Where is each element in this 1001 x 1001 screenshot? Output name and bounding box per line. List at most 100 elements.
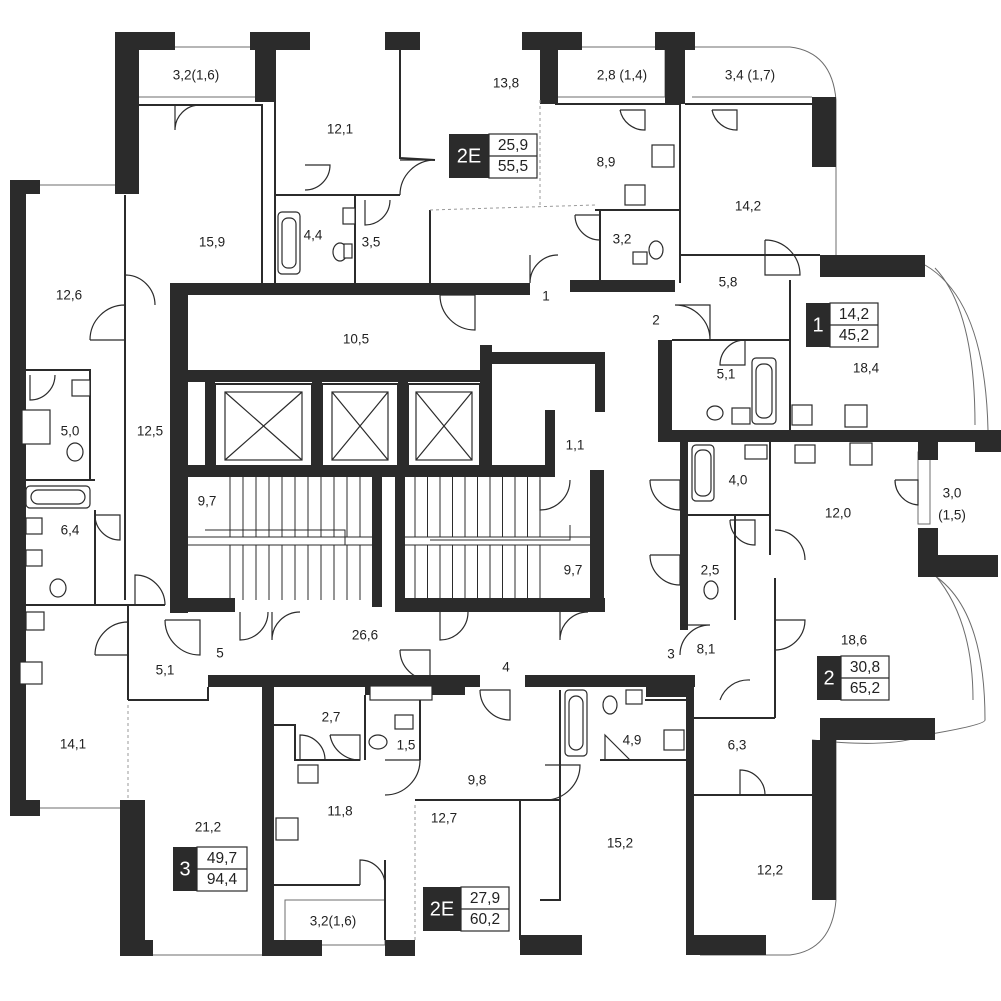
lift-shaft-1 xyxy=(214,383,313,469)
room-area: 1,5 xyxy=(397,738,416,753)
apartment-code: 2E xyxy=(430,898,454,920)
room-area: 8,1 xyxy=(697,642,716,657)
room-area: 10,5 xyxy=(343,332,369,347)
room-area: 5 xyxy=(216,646,224,661)
sink-icon xyxy=(394,714,414,730)
room-area: 9,8 xyxy=(468,773,487,788)
room-area: 12,6 xyxy=(56,288,82,303)
room-area: 12,0 xyxy=(825,506,851,521)
sink-icon xyxy=(25,611,45,631)
toilet-icon xyxy=(368,734,388,750)
room-area: 3,2(1,6) xyxy=(173,68,220,83)
room-area: 12,2 xyxy=(757,863,783,878)
room-area: 2,5 xyxy=(701,563,720,578)
total-area: 55,5 xyxy=(498,158,528,175)
lift-shaft-3 xyxy=(407,383,481,469)
stove-icon xyxy=(844,404,868,428)
sink-icon xyxy=(731,407,751,425)
room-area: 9,7 xyxy=(198,494,217,509)
room-area: 21,2 xyxy=(195,820,221,835)
room-area: 13,8 xyxy=(493,76,519,91)
room-area: 26,6 xyxy=(352,628,378,643)
apartment-badge: 2E 25,9 55,5 xyxy=(449,133,538,179)
room-area: 2 xyxy=(652,313,660,328)
room-area: 2,7 xyxy=(322,710,341,725)
sink-icon xyxy=(625,689,643,705)
sink-icon xyxy=(342,207,356,225)
balcony-right-small xyxy=(917,451,931,525)
lift-shaft-2 xyxy=(321,383,399,469)
toilet-icon xyxy=(49,578,67,598)
room-labels: 3,2(1,6) 13,8 2,8 (1,4) 3,4 (1,7) 12,1 8… xyxy=(56,68,966,929)
bay-window-right-upper xyxy=(924,264,989,431)
sink-icon xyxy=(71,379,91,397)
sink-icon xyxy=(297,764,319,784)
toilet-icon xyxy=(648,240,664,260)
room-area: 11,8 xyxy=(327,804,352,819)
room-area: 12,7 xyxy=(431,811,457,826)
room-area: 12,1 xyxy=(327,122,353,137)
room-area: 12,5 xyxy=(137,424,163,439)
apartment-code: 2E xyxy=(457,145,481,167)
shower-icon xyxy=(21,409,51,445)
zone-lines xyxy=(127,100,596,940)
lift-shafts xyxy=(214,383,481,469)
balcony-top-right xyxy=(688,46,837,255)
toilet-icon xyxy=(706,405,724,421)
stairs xyxy=(188,477,590,600)
walls xyxy=(10,32,1001,956)
room-area: 3,4 (1,7) xyxy=(725,68,775,83)
room-area: 5,8 xyxy=(719,275,738,290)
room-area: 3,0 xyxy=(943,486,962,501)
room-area: 4 xyxy=(502,660,510,675)
living-area: 30,8 xyxy=(850,659,880,676)
apartment-code: 1 xyxy=(812,314,823,336)
room-area: 1 xyxy=(542,289,550,304)
toilet-icon xyxy=(66,442,84,462)
stair-rail xyxy=(205,529,346,545)
room-area: 14,2 xyxy=(735,199,761,214)
room-area: 1,1 xyxy=(566,438,585,453)
apartment-code: 3 xyxy=(179,858,190,880)
stair-rail xyxy=(430,525,571,541)
room-area: 5,0 xyxy=(61,424,80,439)
toilet-icon xyxy=(602,695,618,715)
stove-icon xyxy=(275,817,299,841)
core xyxy=(170,280,983,940)
room-area: 9,7 xyxy=(564,563,583,578)
total-area: 45,2 xyxy=(839,327,869,344)
room-area: 4,0 xyxy=(729,473,748,488)
fixtures xyxy=(19,144,873,841)
stove-icon xyxy=(849,442,873,466)
doors xyxy=(29,104,919,886)
living-area: 27,9 xyxy=(470,890,500,907)
room-area: 5,1 xyxy=(717,367,736,382)
room-area: 6,4 xyxy=(61,523,80,538)
room-area: 15,9 xyxy=(199,235,225,250)
apartment-badge: 1 14,2 45,2 xyxy=(806,302,879,348)
total-area: 65,2 xyxy=(850,680,880,697)
room-area: 15,2 xyxy=(607,836,633,851)
stove-icon xyxy=(19,661,43,685)
sink-icon xyxy=(744,444,768,460)
sink-icon xyxy=(25,549,43,567)
room-area: (1,5) xyxy=(938,508,966,523)
sink-icon xyxy=(25,517,43,535)
apartment-code: 2 xyxy=(823,667,834,689)
apartment-badge: 2 30,8 65,2 xyxy=(817,655,890,701)
room-area: 4,9 xyxy=(623,733,642,748)
toilet-icon xyxy=(703,580,719,600)
apartment-badge: 2E 27,9 60,2 xyxy=(423,886,510,932)
sink-icon xyxy=(624,184,646,206)
room-area: 3 xyxy=(667,647,675,662)
sink-icon xyxy=(663,729,685,751)
bay-window-right-lower xyxy=(924,569,986,736)
room-area: 3,2(1,6) xyxy=(310,914,357,929)
partitions xyxy=(26,50,820,940)
living-area: 14,2 xyxy=(839,306,869,323)
bay-window-bottom-right xyxy=(700,740,837,956)
sink-icon xyxy=(791,404,813,426)
sink-icon xyxy=(794,444,816,464)
room-area: 8,9 xyxy=(597,155,616,170)
